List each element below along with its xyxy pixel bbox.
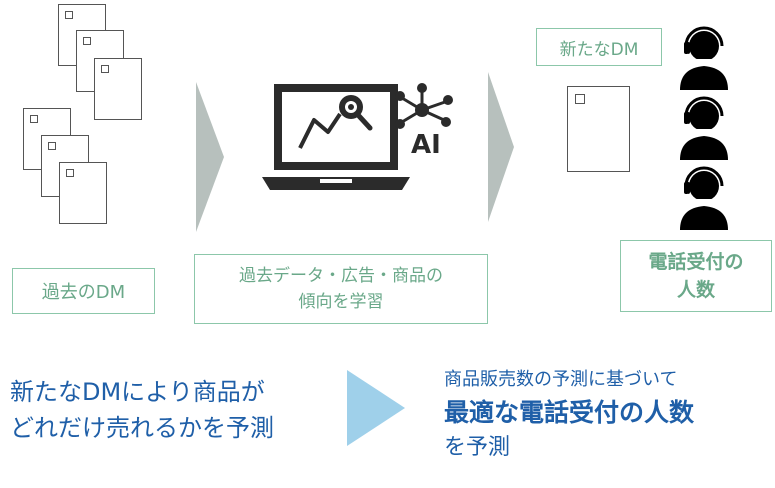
past-dm-label: 過去のDM [41,282,126,303]
new-dm-label-box: 新たなDM [536,28,662,66]
laptop-ai-icon [262,83,453,190]
flow-arrow-1 [196,82,224,232]
operator-headset-icon [680,166,728,230]
prediction-right-line3: を予測 [444,435,511,460]
document-icon [59,162,107,224]
operator-headset-icon [680,96,728,160]
new-dm-document-icon [567,86,630,172]
prediction-right-line2: 最適な電話受付の人数 [444,398,695,427]
prediction-left-line1: 新たなDMにより商品が [10,378,265,406]
ai-label: AI [411,130,441,160]
prediction-description-right: 商品販売数の予測に基づいて 最適な電話受付の人数 を予測 [444,366,774,464]
learning-label-line2: 傾向を学習 [298,292,384,312]
prediction-description-left: 新たなDMにより商品が どれだけ売れるかを予測 [10,374,330,446]
new-dm-label: 新たなDM [559,39,639,60]
phone-staff-label-line1: 電話受付の [648,251,744,273]
flow-arrow-2 [488,72,514,222]
operator-headset-icon [680,26,728,90]
learning-label-line1: 過去データ・広告・商品の [239,266,443,286]
prediction-right-line1: 商品販売数の予測に基づいて [444,369,678,390]
past-dm-label-box: 過去のDM [12,268,155,314]
document-icon [94,58,142,120]
result-arrow [347,370,405,446]
prediction-left-line2: どれだけ売れるかを予測 [10,414,274,442]
phone-staff-label-box: 電話受付の 人数 [620,240,772,312]
phone-staff-label-line2: 人数 [676,279,715,301]
learning-label-box: 過去データ・広告・商品の 傾向を学習 [194,254,488,324]
